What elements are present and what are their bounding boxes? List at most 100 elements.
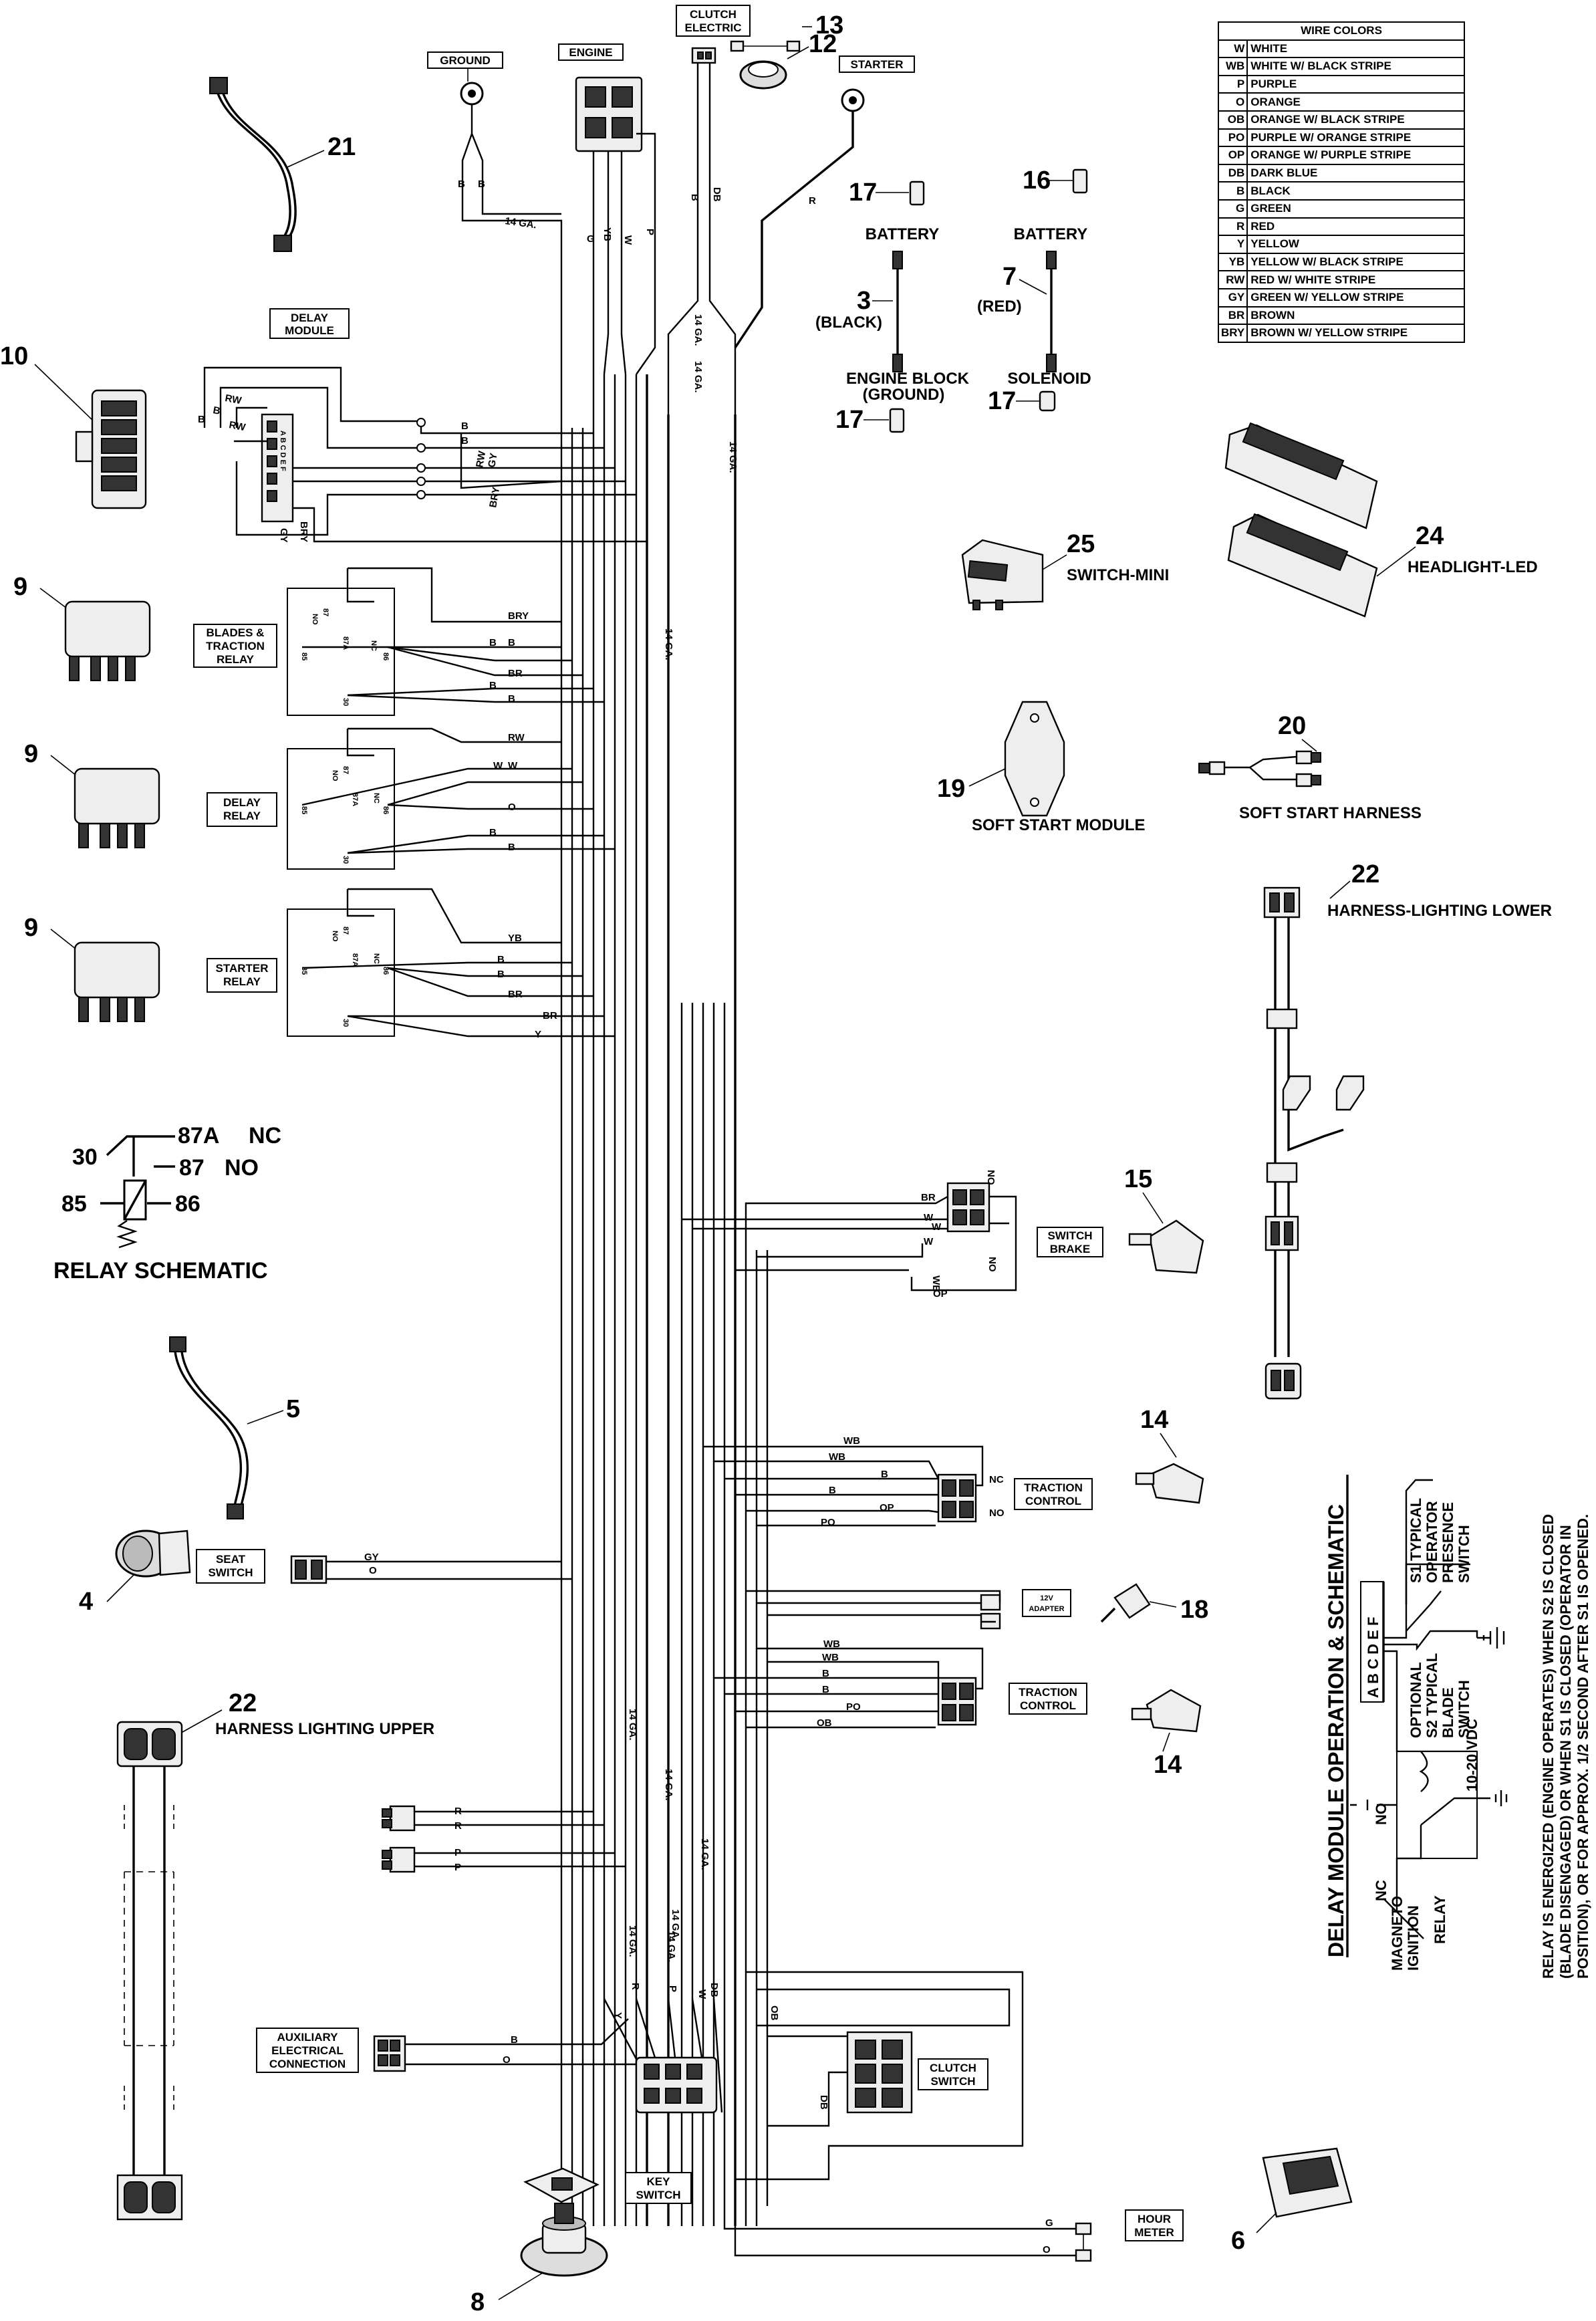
- wire-code: O: [508, 802, 516, 813]
- legend-color: ORANGE: [1246, 92, 1465, 112]
- delay-note-line-3: POSITION), OR FOR APPROX. 1/2 SECOND AFT…: [1575, 1514, 1591, 1979]
- wire-code: O: [1043, 2244, 1051, 2255]
- wire-code: B: [489, 680, 497, 691]
- terminal-no: NO: [311, 614, 319, 625]
- s2-line-4: SWITCH: [1456, 1680, 1472, 1738]
- legend-code: OP: [1217, 146, 1248, 165]
- delay-schematic-letters: A B C D E F: [1365, 1617, 1381, 1698]
- terminal-85: 85: [300, 652, 308, 660]
- legend-code: B: [1217, 181, 1248, 201]
- traction2-label-1: TRACTION: [1019, 1686, 1077, 1699]
- clutch-label-2: ELECTRIC: [685, 21, 742, 34]
- legend-code: YB: [1217, 252, 1248, 272]
- aux-label-1: AUXILIARY: [277, 2031, 339, 2044]
- gauge-label: 14 GA.: [692, 361, 704, 393]
- part-number: 20: [1278, 712, 1306, 740]
- terminal-nc: NC: [370, 640, 378, 651]
- engine-label: ENGINE: [569, 46, 612, 59]
- red-label: (RED): [977, 297, 1022, 316]
- aux-label-3: CONNECTION: [269, 2058, 346, 2070]
- engine-connector: ENGINE G YB W P: [558, 43, 656, 375]
- legend-color: ORANGE W/ BLACK STRIPE: [1246, 110, 1465, 130]
- part-number: 24: [1416, 522, 1444, 550]
- legend-color: BROWN: [1246, 306, 1465, 326]
- key-label-1: KEY: [647, 2175, 671, 2188]
- terminal-87a: 87A: [351, 953, 359, 967]
- delay-module-label-1: DELAY: [291, 312, 329, 324]
- terminal-87: 87: [342, 927, 350, 935]
- s2-line-1: OPTIONAL: [1408, 1662, 1424, 1738]
- s2-line-2: S2 TYPICAL: [1424, 1653, 1440, 1738]
- terminal-no: NO: [331, 931, 339, 942]
- wire-code: DB: [708, 1983, 720, 1997]
- terminal-no: NO: [331, 770, 339, 781]
- wire-code: PO: [821, 1517, 835, 1528]
- wire-code: BR: [508, 668, 523, 679]
- legend-code: BRY: [1217, 324, 1248, 343]
- soft-start-harness: 20 SOFT START HARNESS: [1198, 712, 1422, 822]
- wire-code: GY: [278, 528, 289, 543]
- wire-code: NO: [989, 1507, 1005, 1519]
- legend-color: DARK BLUE: [1246, 163, 1465, 183]
- clutch-label-1: CLUTCH: [690, 8, 737, 21]
- gauge-label: 14 GA.: [663, 628, 674, 660]
- hour-meter-label-1: HOUR: [1138, 2213, 1171, 2225]
- gauge-label: 14 GA.: [663, 1769, 674, 1801]
- harness-lighting-upper: 22 HARNESS LIGHTING UPPER: [116, 1689, 434, 2221]
- seat-label-2: SWITCH: [208, 1566, 253, 1579]
- s2-line-3: BLADE: [1440, 1687, 1456, 1738]
- headlight-led: 24 HEADLIGHT-LED: [1224, 422, 1538, 618]
- part-number: 14: [1140, 1406, 1168, 1434]
- wire-code: OB: [769, 2005, 780, 2021]
- switch-mini-label: SWITCH-MINI: [1067, 566, 1169, 584]
- legend-code: W: [1217, 39, 1248, 59]
- wire-code: DB: [711, 187, 722, 202]
- gauge-label: 14 GA.: [727, 441, 739, 473]
- wire-code: R: [454, 1806, 462, 1817]
- wire-code: WB: [843, 1435, 860, 1447]
- wire-code: W: [696, 1989, 708, 1999]
- ground-paren-label: (GROUND): [863, 386, 945, 404]
- gauge-label: 14 GA.: [692, 314, 704, 346]
- blades-traction-relay: 9 BLADES & TRACTION RELAY 87 NO 87A NC 8…: [13, 567, 604, 716]
- wire-code: B: [497, 969, 505, 980]
- wire-code: B: [497, 954, 505, 965]
- legend-code: BR: [1217, 306, 1248, 326]
- switch-brake: SWITCH BRAKE NO NO BR W W W WB OP 15: [682, 1165, 1204, 1300]
- s1-line-4: SWITCH: [1456, 1525, 1472, 1583]
- part-number: 4: [79, 1588, 93, 1616]
- part-number: 10: [0, 342, 28, 370]
- wire-code: RW: [474, 450, 488, 469]
- part-number: 7: [1003, 263, 1017, 291]
- part-number: 9: [24, 914, 38, 942]
- relay-86: 86: [175, 1191, 201, 1217]
- engine-block-label: ENGINE BLOCK: [846, 370, 970, 388]
- delay-note-line-2: (BLADE DISENGAGED) OR WHEN S1 IS CLOSED …: [1557, 1525, 1574, 1979]
- wire-code: B: [212, 404, 221, 417]
- switch-brake-label-1: SWITCH: [1047, 1229, 1092, 1242]
- part-number: 9: [13, 573, 27, 601]
- legend-color: BROWN W/ YELLOW STRIPE: [1246, 324, 1465, 343]
- wire-code: R: [809, 195, 816, 207]
- relay-schematic-title: RELAY SCHEMATIC: [53, 1258, 268, 1284]
- lighting-connectors: R R P P: [382, 1805, 626, 1873]
- wire-code: Y: [612, 2012, 624, 2019]
- legend-code: R: [1217, 217, 1248, 237]
- legend-code: P: [1217, 74, 1248, 94]
- wire-code: P: [667, 1985, 678, 1992]
- wire-code: R: [630, 1983, 641, 1990]
- relay-no: NO: [225, 1155, 259, 1181]
- starter-terminal: STARTER R 14 GA.: [727, 55, 915, 473]
- wire-code: B: [511, 2034, 518, 2046]
- part-number: 6: [1231, 2227, 1245, 2255]
- wire-code: YB: [508, 933, 522, 944]
- terminal-85: 85: [300, 967, 308, 975]
- blades-label-2: TRACTION: [206, 640, 265, 652]
- wire-code: B: [461, 420, 469, 432]
- headlight-label: HEADLIGHT-LED: [1408, 558, 1538, 576]
